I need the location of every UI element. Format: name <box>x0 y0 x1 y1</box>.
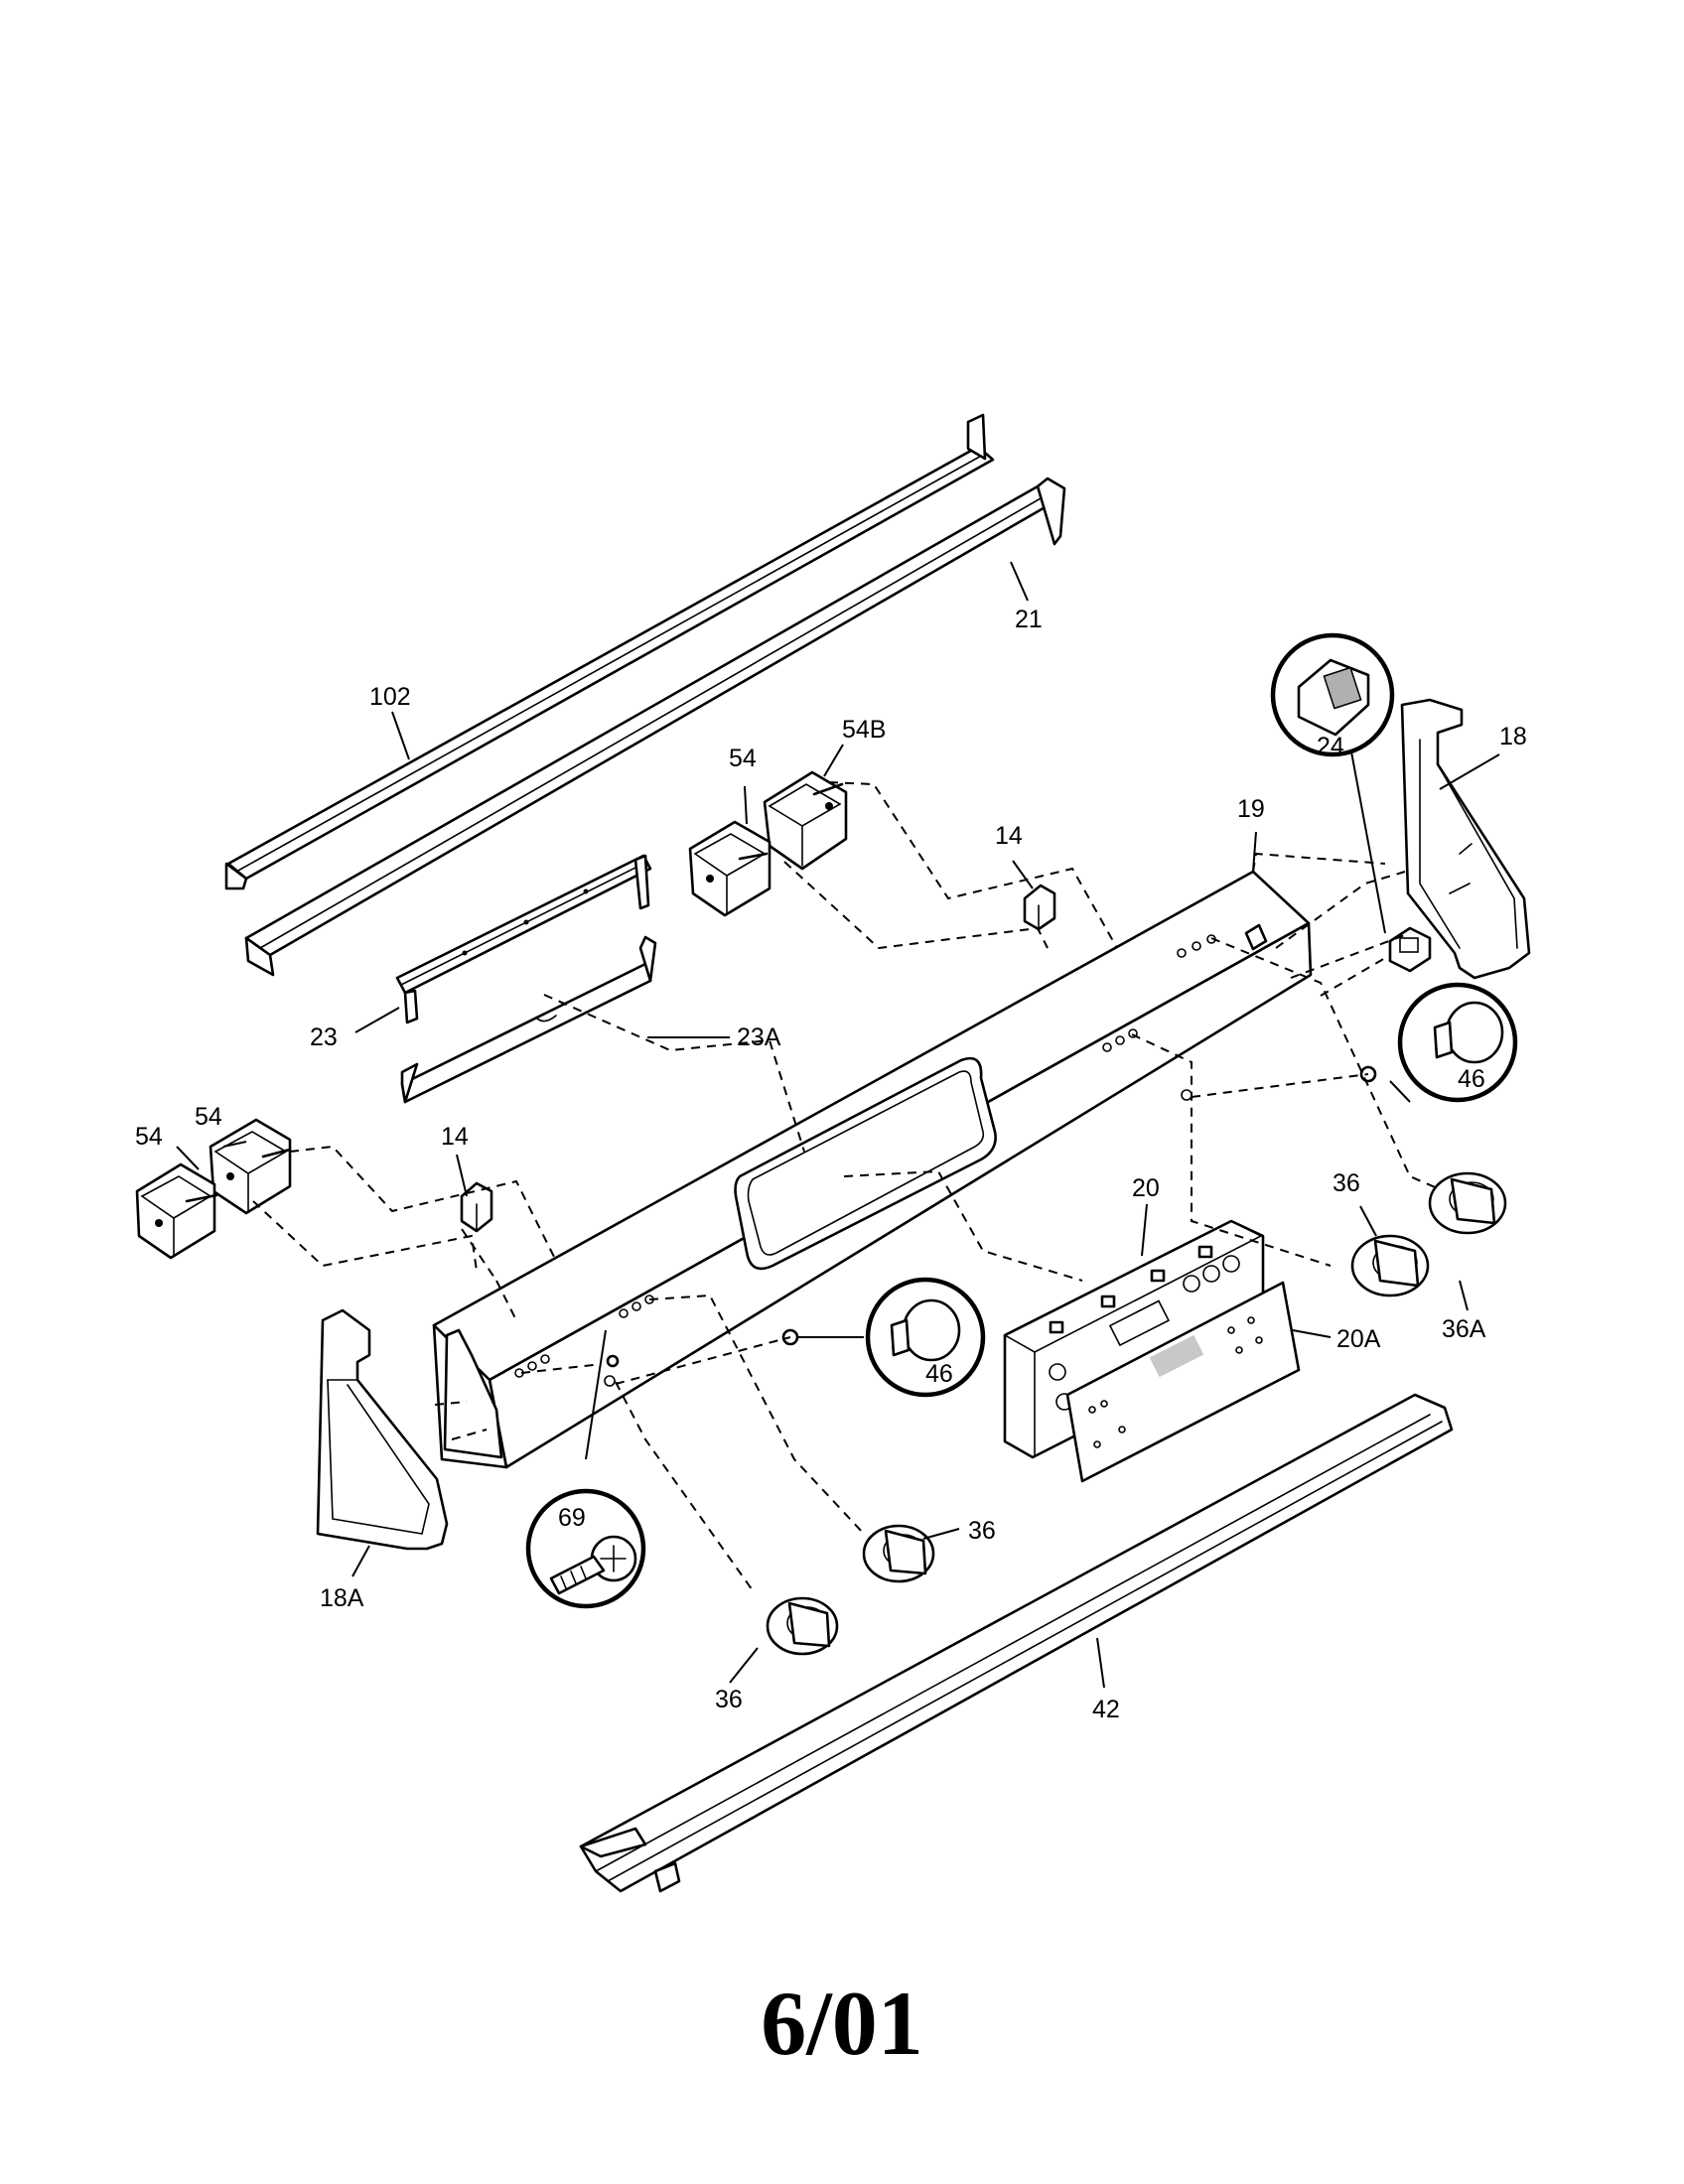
callout-102: 102 <box>369 683 411 711</box>
part-54-switch-left-front <box>135 1162 218 1260</box>
part-21-channel <box>244 477 1066 977</box>
callout-54-top: 54 <box>729 745 757 772</box>
callout-54-left-back: 54 <box>195 1103 222 1131</box>
screw-69-location <box>606 1354 620 1368</box>
part-36a-knob <box>1428 1171 1507 1235</box>
callout-69: 69 <box>558 1504 586 1532</box>
callout-14-left: 14 <box>441 1123 469 1151</box>
callout-46-mid: 46 <box>925 1360 953 1388</box>
part-36-knob-mid <box>862 1524 935 1583</box>
part-54-switch-left-back <box>209 1118 292 1215</box>
part-42-bottom-trim <box>579 1393 1454 1893</box>
callout-54b: 54B <box>842 716 886 744</box>
callout-21: 21 <box>1015 606 1043 633</box>
callout-23: 23 <box>310 1024 338 1051</box>
callout-36a: 36A <box>1442 1315 1486 1343</box>
part-18a-left-end-cap <box>316 1308 449 1551</box>
callout-leaders <box>176 561 1500 1689</box>
part-54-switch-top <box>688 820 772 917</box>
callout-20: 20 <box>1132 1174 1160 1202</box>
callout-18: 18 <box>1499 723 1527 751</box>
part-24-rocker-switch <box>1388 926 1432 973</box>
part-20a-overlay <box>1065 1281 1301 1483</box>
detail-circle-69 <box>525 1488 646 1609</box>
callout-36-mid: 36 <box>968 1517 996 1545</box>
callout-54-left-front: 54 <box>135 1123 163 1151</box>
part-102-trim-bar <box>224 413 995 890</box>
assembly-dashed-lines <box>252 781 1441 1594</box>
part-36-knob-bottom <box>766 1596 839 1656</box>
detail-circle-46-right <box>1397 982 1518 1103</box>
callout-labels: 102 21 54B 54 14 24 18 19 23A 23 54 54 1… <box>135 606 1527 1723</box>
part-14-clip-left <box>460 1181 493 1233</box>
part-19-console-panel <box>432 870 1313 1469</box>
callout-42: 42 <box>1092 1696 1120 1723</box>
callout-18a: 18A <box>320 1584 364 1612</box>
detail-circle-46-mid <box>865 1277 986 1398</box>
callout-14-top: 14 <box>995 822 1023 850</box>
callout-36-bottom: 36 <box>715 1686 743 1713</box>
callout-20a: 20A <box>1336 1325 1381 1353</box>
detail-circle-24 <box>1270 632 1395 757</box>
part-18-right-end-cap <box>1400 698 1531 980</box>
part-23-bracket <box>395 854 652 1024</box>
callout-23a: 23A <box>737 1024 781 1051</box>
callout-19: 19 <box>1237 795 1265 823</box>
part-36-knob-right <box>1350 1234 1430 1297</box>
callout-36-right: 36 <box>1333 1169 1360 1197</box>
callout-46-right: 46 <box>1458 1065 1485 1093</box>
callout-24: 24 <box>1317 733 1344 760</box>
part-14-clip-top <box>1023 884 1056 931</box>
footer-date-code: 6/01 <box>761 1973 923 2074</box>
part-54b-switch <box>763 770 848 871</box>
